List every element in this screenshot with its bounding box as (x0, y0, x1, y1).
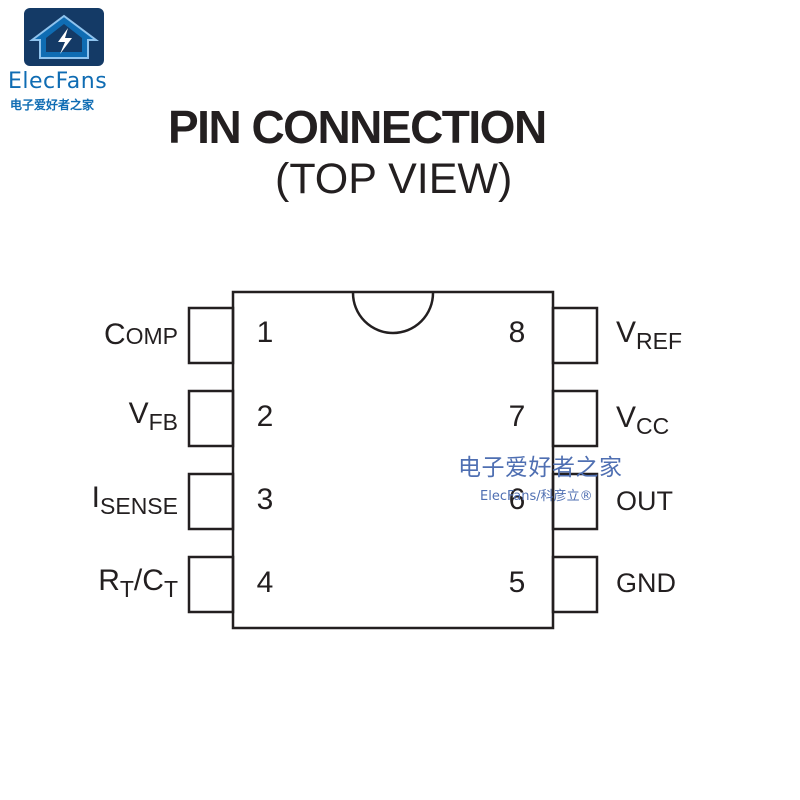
pin-number-5: 5 (508, 566, 526, 599)
pin-label-vcc: VCC (616, 401, 670, 439)
pin-number-4: 4 (256, 566, 274, 599)
pin-pad-5 (551, 555, 599, 614)
pin-label-isense: ISENSE (91, 481, 178, 519)
pin-label-vfb: VFB (128, 397, 178, 435)
pin-pad-6 (551, 472, 599, 531)
watermark-cn: 电子爱好者之家 (458, 455, 623, 481)
elecfans-logo: ElecFans 电子爱好者之家 (0, 0, 140, 125)
ic-body (231, 290, 555, 630)
brand-name: ElecFans (8, 69, 108, 94)
pin-number-7: 7 (508, 400, 526, 433)
pin-label-gnd: GND (616, 568, 676, 598)
pin-pad-4 (187, 555, 235, 614)
pin-number-1: 1 (256, 316, 274, 349)
pin-pad-3 (187, 472, 235, 531)
pin-pad-2 (187, 389, 235, 448)
pin-pad-8 (551, 306, 599, 365)
pin-label-rt-ct: RT/CT (98, 564, 178, 602)
watermark: 电子爱好者之家 ElecFans/科彦立® (458, 448, 658, 504)
diagram-title: PIN CONNECTION (168, 101, 547, 153)
pin-number-6: 6 (508, 483, 526, 516)
pin-number-8: 8 (508, 316, 526, 349)
brand-tagline: 电子爱好者之家 (10, 98, 95, 112)
pin-label-vref: VREF (616, 316, 683, 354)
pin-number-2: 2 (256, 400, 274, 433)
pin-pad-7 (551, 389, 599, 448)
pin-number-3: 3 (256, 483, 274, 516)
pin-label-comp: COMP (103, 318, 178, 351)
pin-label-out: OUT (616, 486, 673, 516)
house-logo-icon (24, 8, 104, 66)
pin-pad-1 (187, 306, 235, 365)
pin1-notch (351, 292, 435, 335)
diagram-subtitle: (TOP VIEW) (275, 155, 513, 203)
watermark-en: ElecFans/科彦立® (480, 489, 593, 504)
